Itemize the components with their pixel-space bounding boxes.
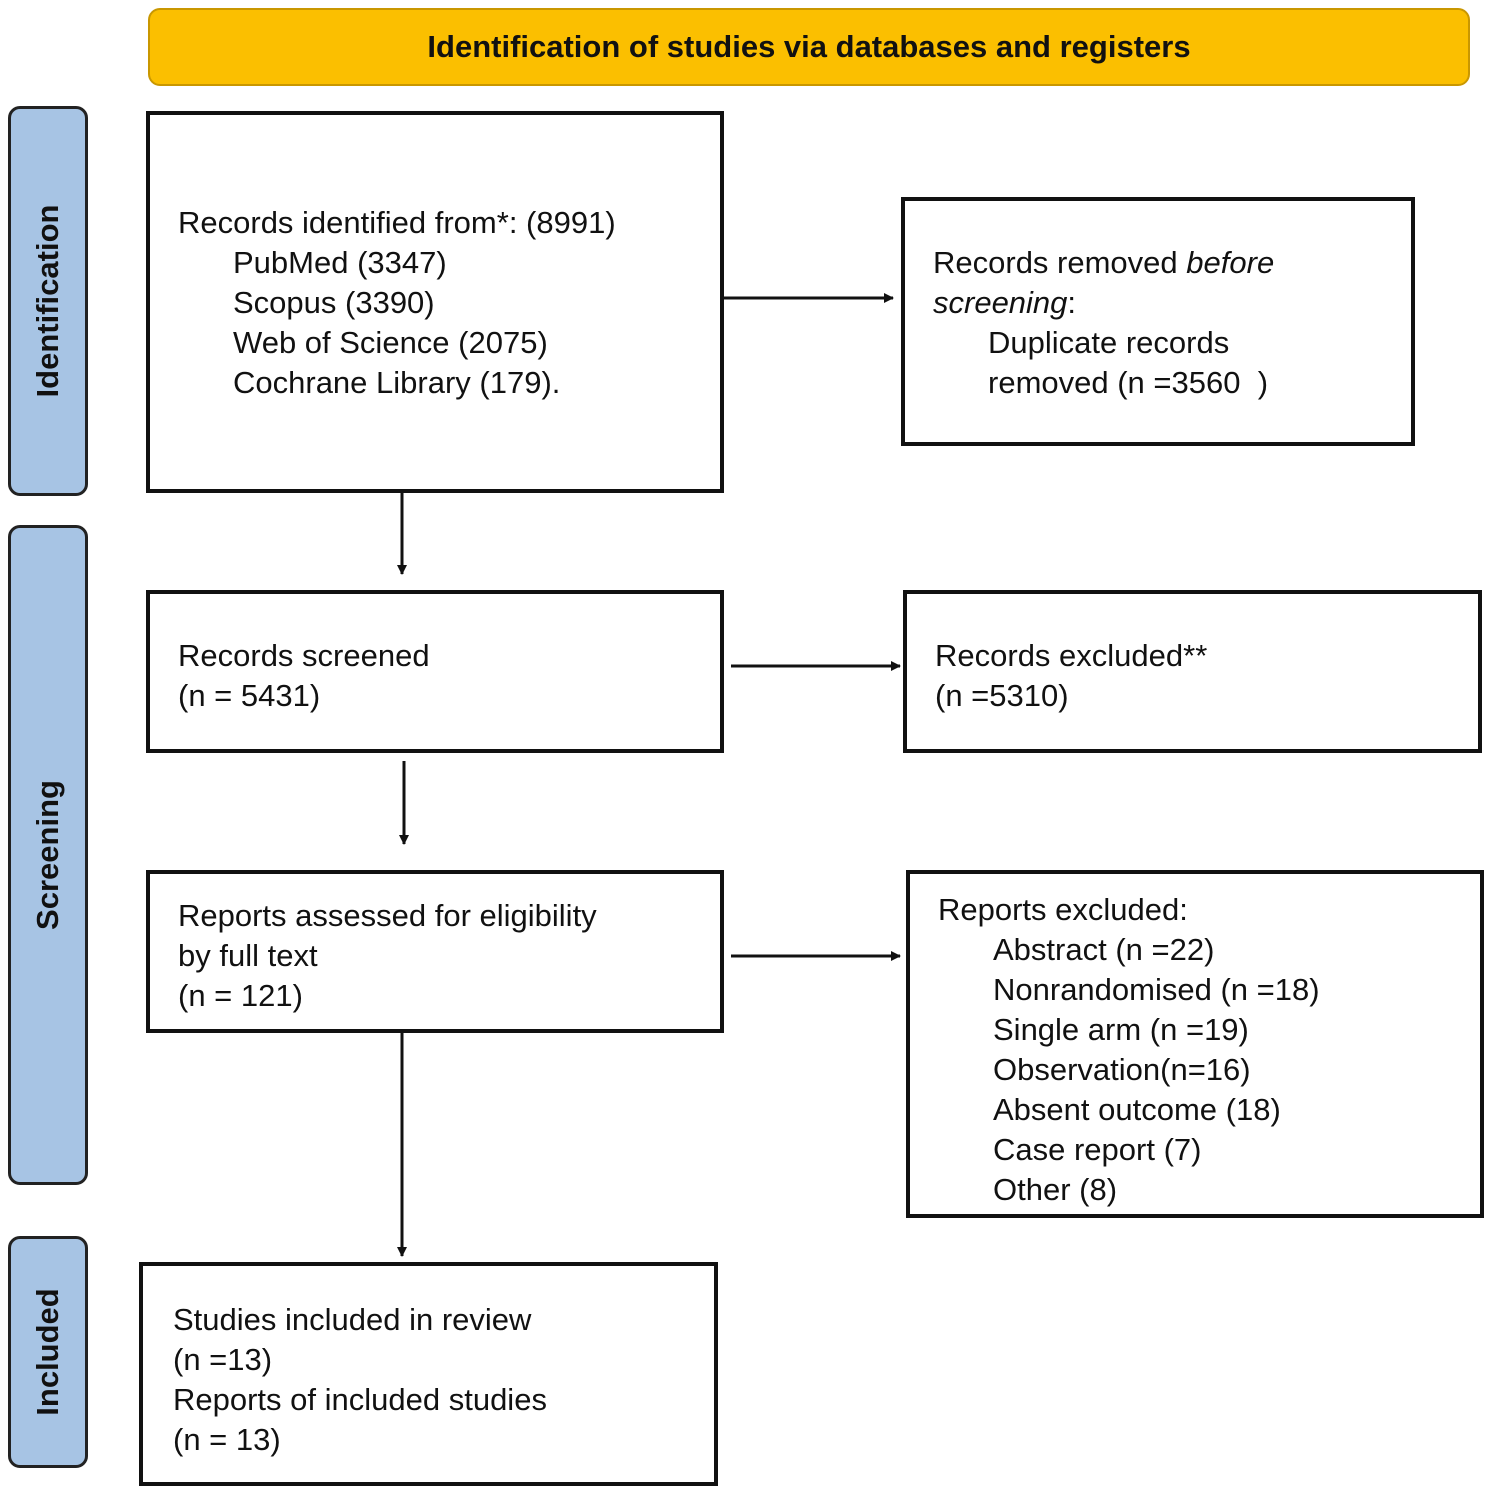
source-web-of-science: Web of Science (2075): [233, 325, 548, 360]
records-excluded-count: (n =5310): [935, 678, 1069, 713]
records-excluded-title: Records excluded**: [935, 638, 1208, 673]
source-pubmed: PubMed (3347): [233, 245, 447, 280]
records-excluded-box: Records excluded** (n =5310): [903, 590, 1482, 753]
reason-single-arm: Single arm (n =19): [993, 1012, 1249, 1047]
reason-observation: Observation(n=16): [993, 1052, 1251, 1087]
records-identified-box: Records identified from*: (8991) PubMed …: [146, 111, 724, 493]
duplicate-records-count: removed (n =3560 ): [988, 365, 1269, 400]
reason-nonrandomised: Nonrandomised (n =18): [993, 972, 1320, 1007]
records-screened-count: (n = 5431): [178, 678, 321, 713]
reason-other: Other (8): [993, 1172, 1118, 1207]
reports-excluded-box: Reports excluded: Abstract (n =22) Nonra…: [906, 870, 1484, 1218]
stage-label-screening: Screening: [8, 525, 88, 1185]
records-screened-box: Records screened (n = 5431): [146, 590, 724, 753]
header-title: Identification of studies via databases …: [427, 29, 1191, 64]
reports-assessed-box: Reports assessed for eligibility by full…: [146, 870, 724, 1033]
reports-included-count: (n = 13): [173, 1422, 281, 1457]
records-screened-title: Records screened: [178, 638, 430, 673]
stage-label-included: Included: [8, 1236, 88, 1468]
records-removed-box: Records removed before screening: Duplic…: [901, 197, 1415, 446]
source-cochrane: Cochrane Library (179).: [233, 365, 561, 400]
duplicate-records-label: Duplicate records: [988, 325, 1230, 360]
reason-case-report: Case report (7): [993, 1132, 1202, 1167]
reason-abstract: Abstract (n =22): [993, 932, 1215, 967]
studies-included-count: (n =13): [173, 1342, 273, 1377]
reports-assessed-line1: Reports assessed for eligibility: [178, 898, 597, 933]
source-scopus: Scopus (3390): [233, 285, 435, 320]
studies-included-title: Studies included in review: [173, 1302, 532, 1337]
reports-included-title: Reports of included studies: [173, 1382, 547, 1417]
reports-excluded-title: Reports excluded:: [938, 892, 1188, 927]
records-removed-subtitle: screening:: [933, 285, 1077, 320]
header-banner: Identification of studies via databases …: [148, 8, 1470, 86]
studies-included-box: Studies included in review (n =13) Repor…: [139, 1262, 718, 1486]
reason-absent-outcome: Absent outcome (18): [993, 1092, 1281, 1127]
stage-label-identification: Identification: [8, 106, 88, 496]
reports-assessed-count: (n = 121): [178, 978, 303, 1013]
records-identified-title: Records identified from*: (8991): [178, 205, 616, 240]
reports-assessed-line2: by full text: [178, 938, 318, 973]
records-removed-title: Records removed before: [933, 245, 1275, 280]
